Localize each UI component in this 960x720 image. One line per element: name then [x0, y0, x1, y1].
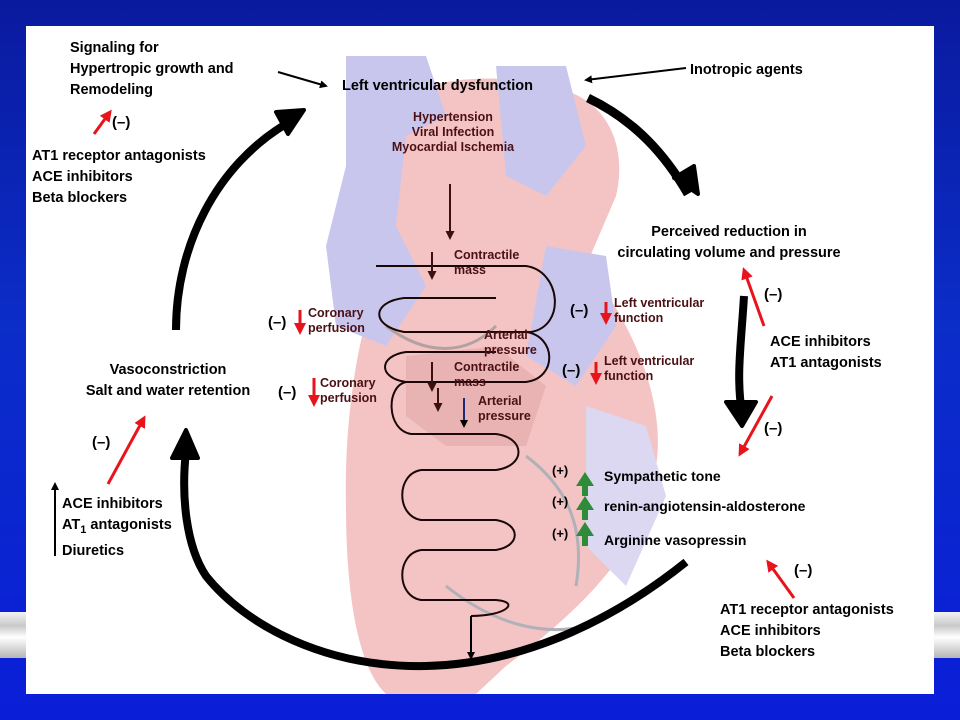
cause-viral-infection: Viral Infection [411, 125, 495, 139]
drug-at1-receptor-antagonists: AT1 receptor antagonists [32, 148, 206, 164]
pointer-arrows [51, 67, 687, 556]
drug-ace-inhibitors-left: ACE inhibitors [62, 496, 163, 512]
minus-sign-perceived: (–) [764, 286, 783, 303]
perceived-reduction-label: Perceived reduction in circulating volum… [594, 222, 864, 264]
plus-sympathetic: (+) [552, 463, 569, 478]
left-drug-list: ACE inhibitors AT1 antagonists Diuretics [62, 494, 172, 562]
minus-sign-signaling: (–) [112, 114, 131, 131]
heart-illustration [326, 56, 666, 694]
signaling-line-3: Remodeling [70, 82, 153, 98]
spiral-path [376, 252, 556, 660]
minus-sign-vaso: (–) [92, 434, 111, 451]
perceived-line-1: Perceived reduction in [651, 224, 807, 240]
small-red-down-arrows [294, 302, 612, 407]
green-up-arrows [576, 472, 594, 546]
vasopressin-label: Arginine vasopressin [604, 532, 747, 548]
minus-lv-2: (–) [562, 362, 581, 379]
diagram-panel: Left ventricular dysfunction Inotropic a… [26, 26, 934, 694]
minus-coronary-2: (–) [278, 384, 297, 401]
drug-diuretics: Diuretics [62, 543, 125, 559]
drug-at1-antagonists-left: AT1 antagonists [62, 517, 172, 536]
vaso-line-2: Salt and water retention [85, 383, 251, 399]
sympathetic-tone-label: Sympathetic tone [604, 468, 721, 484]
drug-ace-inhibitors-right: ACE inhibitors [770, 334, 871, 350]
bottom-right-drug-list: AT1 receptor antagonists ACE inhibitors … [720, 600, 894, 663]
cycle-arrows [170, 93, 758, 671]
inotropic-agents-label: Inotropic agents [690, 62, 803, 78]
minus-lv-1: (–) [570, 302, 589, 319]
perceived-line-2: circulating volume and pressure [617, 245, 841, 261]
top-left-drug-list: AT1 receptor antagonists ACE inhibitors … [32, 146, 206, 209]
plus-vasopressin: (+) [552, 526, 569, 541]
causes-list: Hypertension Viral Infection Myocardial … [378, 110, 528, 155]
minus-bottom-right: (–) [794, 562, 813, 579]
minus-sign-right-lower: (–) [764, 420, 783, 437]
left-ventricular-dysfunction-label: Left ventricular dysfunction [342, 78, 533, 94]
vasoconstriction-label: Vasoconstriction Salt and water retentio… [62, 360, 274, 402]
drug-at1-receptor-antagonists-br: AT1 receptor antagonists [720, 602, 894, 618]
diagram-graphics [51, 56, 796, 694]
drug-beta-blockers: Beta blockers [32, 190, 128, 206]
minus-coronary-1: (–) [268, 314, 287, 331]
cause-myocardial-ischemia: Myocardial Ischemia [391, 140, 515, 154]
drug-at1-antagonists-right: AT1 antagonists [770, 355, 882, 371]
drug-ace-inhibitors-br: ACE inhibitors [720, 623, 821, 639]
raas-label: renin-angiotensin-aldosterone [604, 498, 806, 514]
signaling-text: Signaling for Hypertropic growth and Rem… [70, 38, 234, 101]
plus-raas: (+) [552, 494, 569, 509]
drug-ace-inhibitors: ACE inhibitors [32, 169, 133, 185]
signaling-line-1: Signaling for [70, 40, 159, 56]
vaso-line-1: Vasoconstriction [109, 362, 227, 378]
cause-hypertension: Hypertension [413, 110, 493, 124]
drug-beta-blockers-br: Beta blockers [720, 644, 816, 660]
right-drug-list: ACE inhibitors AT1 antagonists [770, 332, 882, 374]
red-inhibit-arrows [92, 109, 796, 599]
signaling-line-2: Hypertropic growth and [70, 61, 234, 77]
